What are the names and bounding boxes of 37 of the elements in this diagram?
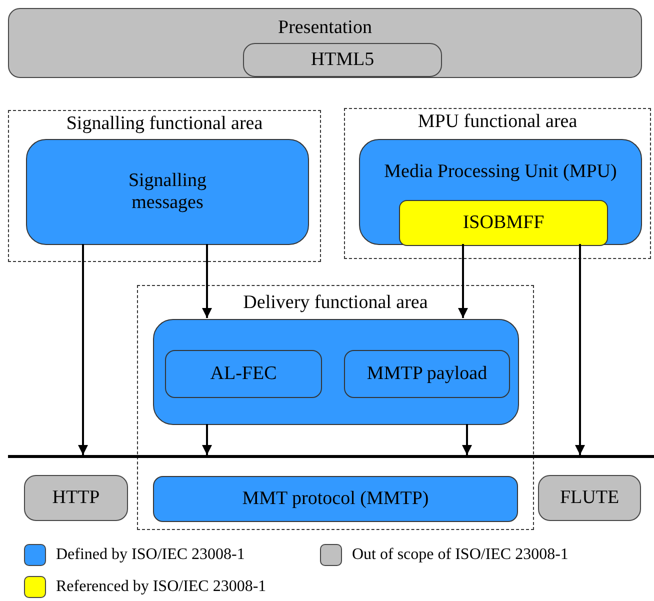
- box-label: ISOBMFF: [462, 212, 546, 234]
- presentation-box: [8, 8, 642, 78]
- process-box: [344, 350, 510, 398]
- box-label: MMT protocol (MMTP): [241, 488, 430, 510]
- box-label: HTTP: [51, 487, 101, 509]
- box-label: HTML5: [310, 49, 376, 71]
- box-label: MMTP payload: [366, 363, 488, 385]
- area-heading: Delivery functional area: [242, 292, 429, 314]
- html5-box: [243, 43, 442, 77]
- legend-label: Out of scope of ISO/IEC 23008-1: [352, 545, 568, 565]
- arrow: [78, 244, 88, 455]
- protocol-box: [24, 475, 128, 521]
- format-box: [399, 200, 608, 246]
- area-heading: Signalling functional area: [65, 113, 264, 135]
- arrow: [202, 244, 212, 318]
- process-box: [165, 350, 322, 398]
- process-box: [359, 139, 642, 245]
- functional-area: [344, 108, 651, 259]
- arrow: [202, 424, 212, 455]
- process-box: [153, 319, 519, 425]
- protocol-box: [153, 476, 518, 522]
- functional-area: [137, 285, 534, 530]
- legend-label: Defined by ISO/IEC 23008-1: [56, 545, 245, 565]
- process-box: [26, 139, 309, 245]
- arrow: [458, 244, 468, 318]
- arrow: [462, 424, 472, 455]
- arrow: [575, 244, 585, 455]
- bus-line: [8, 455, 654, 458]
- box-label: FLUTE: [558, 487, 620, 509]
- protocol-box: [538, 475, 641, 521]
- box-label: AL-FEC: [209, 363, 278, 385]
- area-heading: Media Processing Unit (MPU): [383, 161, 618, 183]
- box-label: Signalling messages: [127, 170, 208, 214]
- functional-area: [8, 110, 321, 262]
- area-heading: MPU functional area: [416, 111, 578, 133]
- area-heading: Presentation: [277, 17, 373, 39]
- legend-label: Referenced by ISO/IEC 23008-1: [56, 577, 266, 597]
